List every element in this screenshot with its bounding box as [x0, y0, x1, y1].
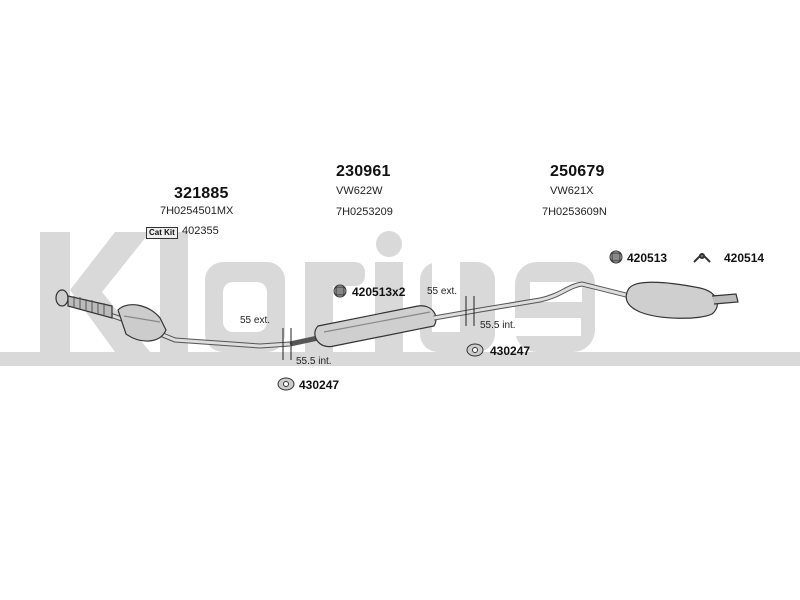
cat-kit-badge: Cat Kit [146, 227, 178, 239]
joint-marker-front [282, 328, 292, 360]
rear-section-part-number: 250679 [550, 163, 605, 180]
hanger-icon [693, 252, 711, 263]
rubber-front-label: 430247 [299, 378, 340, 392]
clamp-rear-label: 420513 [627, 251, 668, 265]
rubber-mount-icon [466, 343, 484, 357]
rear-section-oe-ref: 7H0253609N [542, 206, 607, 218]
rear-section-model-ref: VW621X [550, 185, 594, 197]
centre-section-oe-ref: 7H0253209 [336, 206, 393, 218]
cat-kit-number: 402355 [182, 225, 219, 237]
front-section-oe-ref: 7H0254501MX [160, 205, 234, 217]
joint-marker-rear [465, 296, 475, 326]
rubber-mid-label: 430247 [490, 344, 531, 358]
joint-front-ext: 55 ext. [240, 315, 271, 326]
rubber-mount-icon [277, 377, 295, 391]
clamp-icon [333, 284, 347, 298]
centre-section-part-number: 230961 [336, 163, 391, 180]
rear-pipe-silencer [479, 281, 739, 319]
hanger-rear-label: 420514 [724, 251, 765, 265]
centre-section-model-ref: VW622W [336, 185, 383, 197]
clamp-icon [609, 250, 623, 264]
front-section-part-number: 321885 [174, 185, 229, 202]
front-pipe-catalyst [55, 289, 291, 349]
centre-silencer [289, 305, 481, 348]
joint-front-int: 55.5 int. [296, 356, 332, 367]
clamp-mid-label: 420513x2 [352, 285, 406, 299]
joint-rear-int: 55.5 int. [480, 320, 516, 331]
joint-rear-ext: 55 ext. [427, 286, 458, 297]
